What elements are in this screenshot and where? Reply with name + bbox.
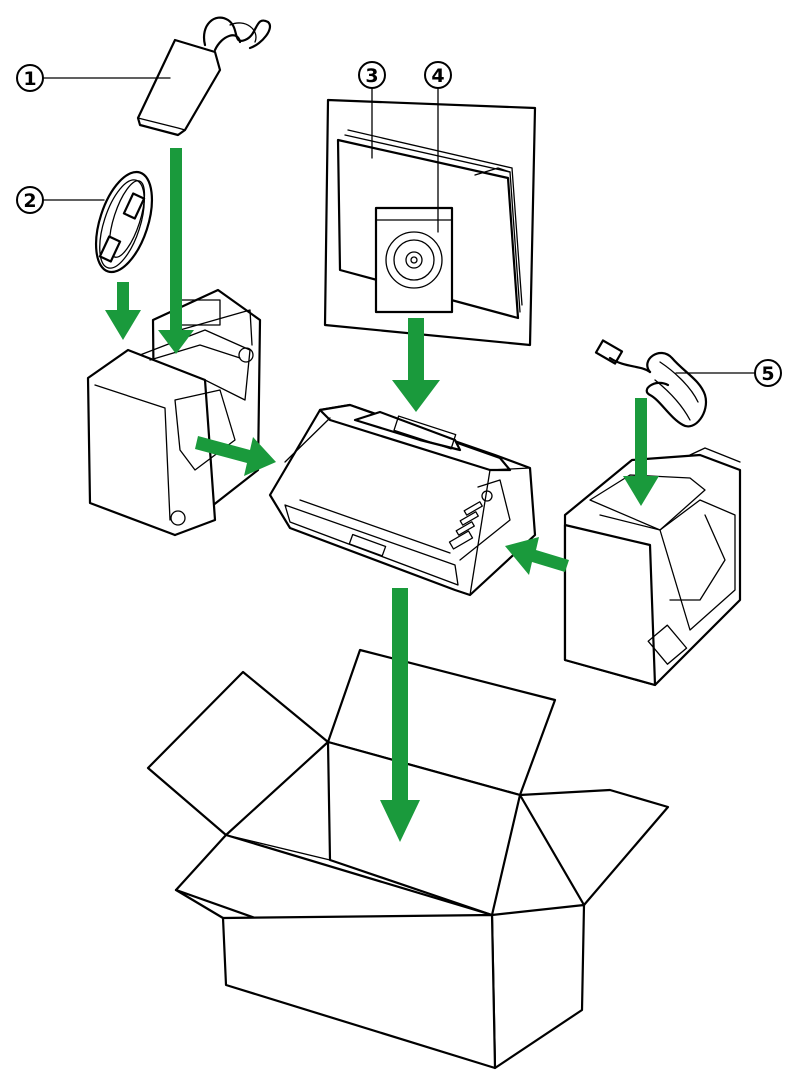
scanner-icon xyxy=(268,403,537,597)
ac-adapter-icon xyxy=(136,16,271,137)
callout-1: 1 xyxy=(16,64,171,92)
callout-3: 3 xyxy=(358,61,386,159)
documents-package xyxy=(323,98,537,347)
callout-3-label: 3 xyxy=(365,65,378,87)
packing-foam-left-icon xyxy=(86,288,262,537)
packing-foam-right-icon xyxy=(563,447,742,687)
callout-5: 5 xyxy=(675,359,782,387)
callout-5-label: 5 xyxy=(761,363,774,385)
callout-4: 4 xyxy=(424,61,452,233)
cd-rom-icon xyxy=(374,206,454,314)
callout-1-label: 1 xyxy=(23,68,36,90)
power-cord-icon xyxy=(594,339,708,428)
callout-4-label: 4 xyxy=(431,65,444,87)
green-arrow-icon xyxy=(105,148,659,842)
callout-2: 2 xyxy=(16,186,105,214)
shipping-box-icon xyxy=(146,648,670,1070)
usb-cable-icon xyxy=(94,170,154,274)
callout-2-label: 2 xyxy=(23,190,36,212)
